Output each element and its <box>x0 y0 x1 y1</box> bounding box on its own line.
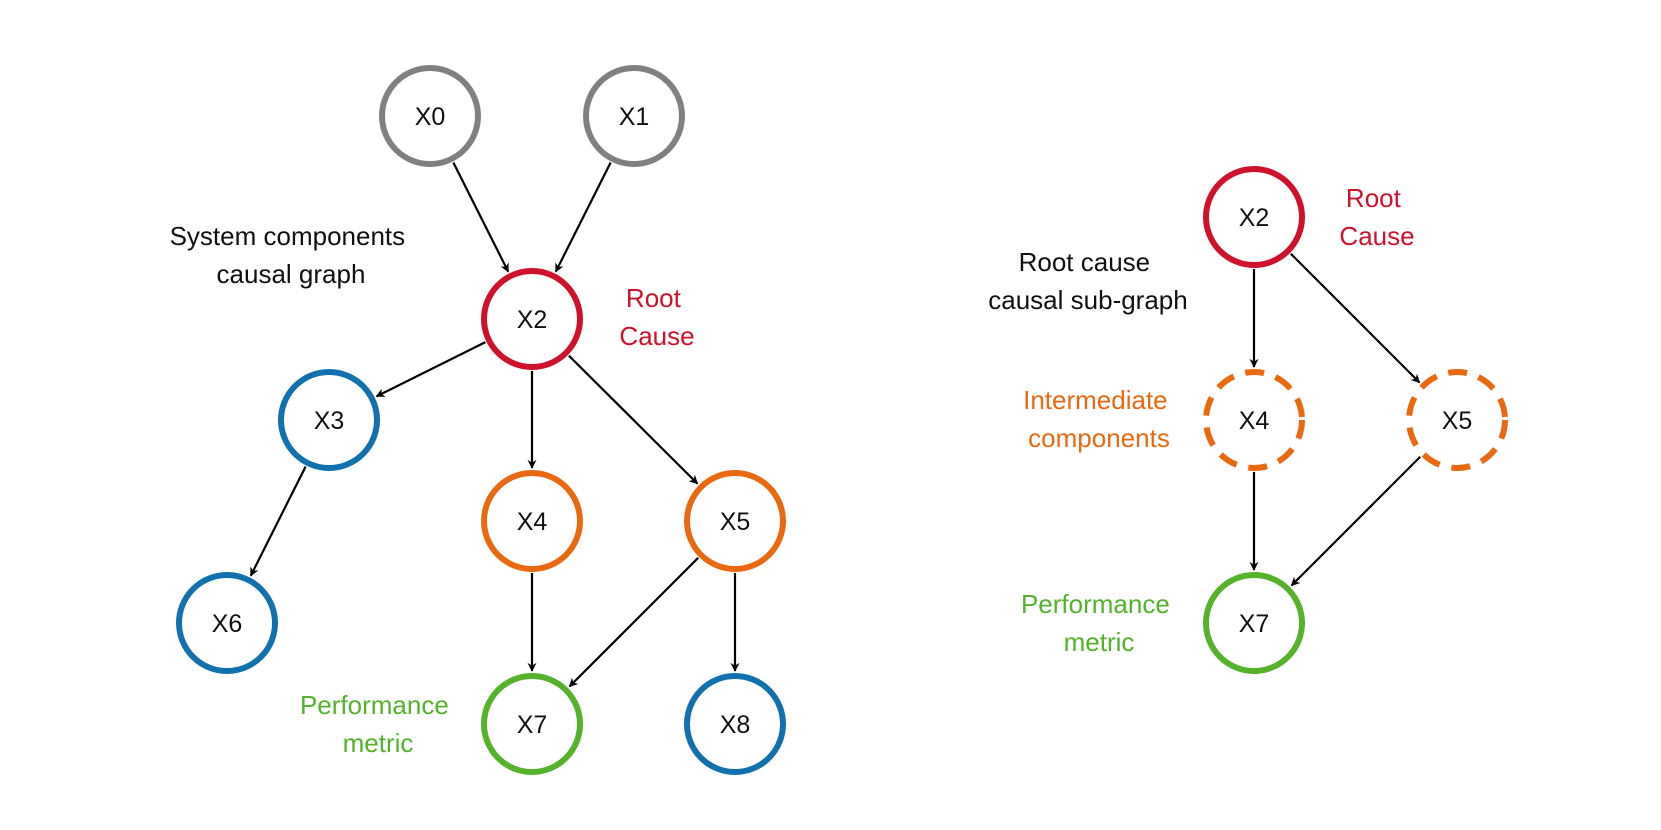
full-graph-node-label: X8 <box>720 711 751 739</box>
sub-graph-node-label: X7 <box>1239 610 1270 638</box>
full-graph-node-label: X0 <box>415 103 446 131</box>
intermediate-label-line-2: components <box>1028 423 1170 453</box>
sub-performance-label-line-2: metric <box>1064 627 1135 657</box>
full-graph-node-x2: X2 <box>481 268 583 370</box>
sub-graph-edge-x2-to-x5 <box>1289 252 1421 384</box>
full-graph-caption-line-1: System components <box>170 221 406 251</box>
sub-graph-node-circle <box>1203 369 1305 471</box>
full-graph-node-x1: X1 <box>583 65 685 167</box>
full-graph-node-label: X6 <box>212 610 243 638</box>
sub-graph-node-circle <box>1406 369 1508 471</box>
full-graph-node-circle <box>481 268 583 370</box>
full-graph-edge-x2-to-x3 <box>375 341 486 398</box>
full-graph-node-circle <box>278 369 380 471</box>
full-graph-node-x8: X8 <box>684 673 786 775</box>
full-graph-edges <box>249 161 740 688</box>
full-graph-node-x4: X4 <box>481 470 583 572</box>
root-cause-label-line-2: Cause <box>619 321 694 351</box>
full-graph-node-label: X1 <box>619 103 650 131</box>
full-graph-node-circle <box>176 572 278 674</box>
full-graph-edge-x3-to-x6 <box>249 465 307 577</box>
full-graph-caption-line-2: causal graph <box>217 259 366 289</box>
intermediate-label-line-1: Intermediate <box>1023 385 1168 415</box>
performance-label-line-1: Performance <box>300 690 449 720</box>
full-graph-node-circle <box>583 65 685 167</box>
full-graph-edge-x0-to-x2 <box>452 161 510 273</box>
full-graph-node-circle <box>481 470 583 572</box>
sub-graph-edges <box>1249 252 1422 587</box>
sub-graph-node-circle <box>1203 572 1305 674</box>
full-graph-node-x0: X0 <box>379 65 481 167</box>
full-graph-node-x7: X7 <box>481 673 583 775</box>
full-graph-node-label: X5 <box>720 508 751 536</box>
sub-graph-intermediate-label: Intermediate components <box>1023 385 1175 453</box>
full-graph-node-circle <box>481 673 583 775</box>
full-graph-node-label: X7 <box>517 711 548 739</box>
sub-root-cause-label-line-2: Cause <box>1339 221 1414 251</box>
full-graph-edge-x1-to-x2 <box>554 161 612 273</box>
sub-graph-performance-label: Performance metric <box>1021 589 1177 657</box>
full-graph-node-label: X2 <box>517 306 548 334</box>
sub-graph-edge-x5-to-x7 <box>1290 455 1422 587</box>
full-graph-root-cause-label: Root Cause <box>619 283 694 351</box>
full-graph-edge-x5-to-x7 <box>568 556 700 688</box>
sub-graph-node-circle <box>1203 166 1305 268</box>
sub-graph-node-x4: X4 <box>1203 369 1305 471</box>
full-graph-node-circle <box>684 673 786 775</box>
full-graph-node-label: X3 <box>314 407 345 435</box>
full-graph-node-circle <box>379 65 481 167</box>
sub-root-cause-label-line-1: Root <box>1346 183 1402 213</box>
full-graph-node-circle <box>684 470 786 572</box>
sub-graph-node-label: X5 <box>1442 407 1473 435</box>
sub-graph-caption: Root cause causal sub-graph <box>988 247 1187 315</box>
full-graph-node-x5: X5 <box>684 470 786 572</box>
sub-graph-root-cause-label: Root Cause <box>1339 183 1414 251</box>
sub-graph-caption-line-2: causal sub-graph <box>988 285 1187 315</box>
sub-graph-caption-line-1: Root cause <box>1019 247 1151 277</box>
root-cause-label-line-1: Root <box>626 283 682 313</box>
sub-graph-node-x5: X5 <box>1406 369 1508 471</box>
performance-label-line-2: metric <box>343 728 414 758</box>
full-graph-node-x6: X6 <box>176 572 278 674</box>
sub-graph-node-label: X4 <box>1239 407 1270 435</box>
full-graph-edge-x2-to-x5 <box>568 354 699 485</box>
sub-graph-node-label: X2 <box>1239 204 1270 232</box>
sub-graph-node-x7: X7 <box>1203 572 1305 674</box>
full-graph-performance-label: Performance metric <box>300 690 456 758</box>
full-graph-node-x3: X3 <box>278 369 380 471</box>
sub-performance-label-line-1: Performance <box>1021 589 1170 619</box>
full-graph-caption: System components causal graph <box>170 221 413 289</box>
sub-graph-node-x2: X2 <box>1203 166 1305 268</box>
full-graph-node-label: X4 <box>517 508 548 536</box>
